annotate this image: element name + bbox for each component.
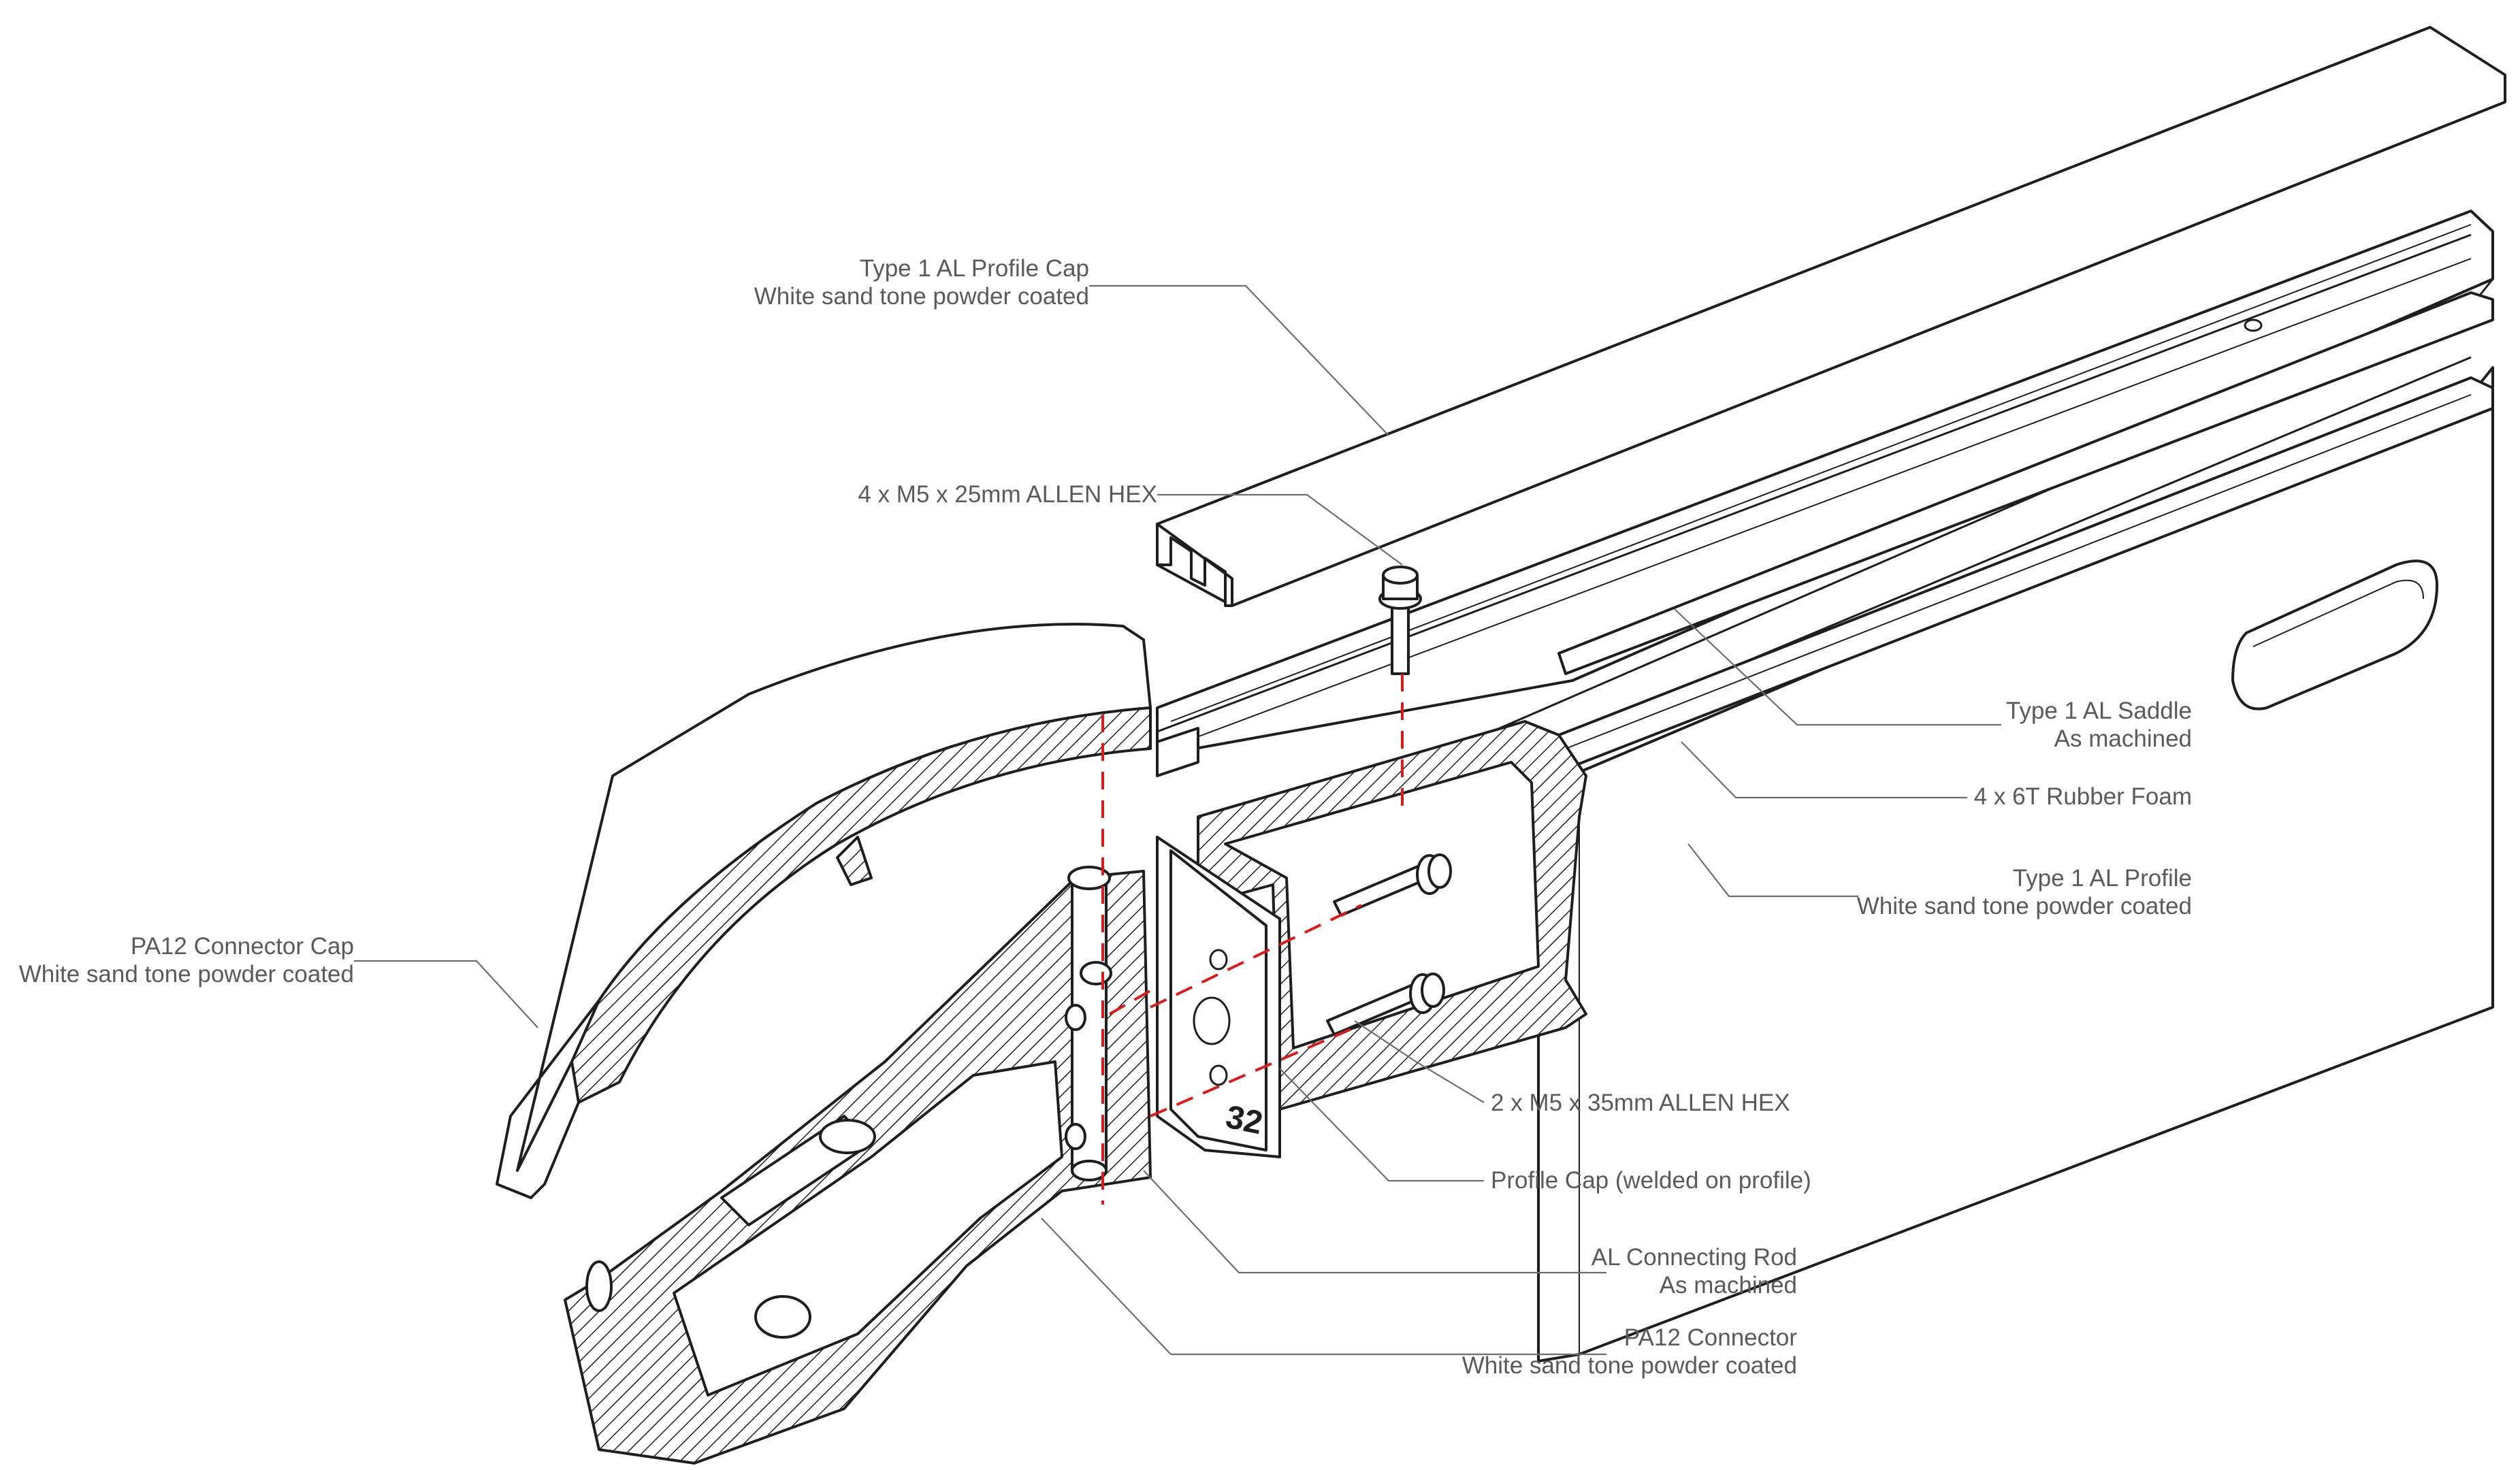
callout-screws-m5-35: 2 x M5 x 35mm ALLEN HEX — [1491, 1089, 1790, 1117]
al-connecting-rod — [1065, 866, 1112, 1181]
leader-lines — [354, 284, 2001, 1356]
screw-hole-icon — [2244, 318, 2263, 332]
rubber-foam-strips — [1557, 291, 2494, 770]
connector-hole-icon — [754, 1295, 811, 1339]
callout-screws-m5-25: 4 x M5 x 25mm ALLEN HEX — [749, 480, 1157, 508]
slot-hole — [2231, 559, 2438, 710]
callout-connector-cap: PA12 Connector Cap White sand tone powde… — [14, 932, 354, 988]
callout-saddle-line1: Type 1 AL Saddle — [2005, 698, 2192, 724]
screws-m5-35 — [1326, 853, 1452, 1036]
callout-profile-cap-line1: Type 1 AL Profile Cap — [859, 255, 1089, 282]
pa12-connector — [564, 870, 1152, 1465]
assembly-axes — [1101, 674, 1404, 1205]
callout-profile-cap: Type 1 AL Profile Cap White sand tone po… — [715, 255, 1089, 310]
callout-connecting-rod-line2: As machined — [1659, 1272, 1797, 1298]
plate-hole-icon — [1193, 996, 1231, 1045]
callout-connector: PA12 Connector White sand tone powder co… — [1416, 1324, 1797, 1379]
callout-profile-cap-welded-line1: Profile Cap (welded on profile) — [1491, 1167, 1811, 1194]
callout-saddle: Type 1 AL Saddle As machined — [1797, 697, 2192, 753]
callout-profile-line2: White sand tone powder coated — [1856, 893, 2192, 919]
profile-section — [1197, 720, 1587, 1111]
al-profile-cap — [1156, 26, 2506, 607]
screw-m5-25 — [1378, 566, 1422, 675]
callout-connecting-rod: AL Connecting Rod As machined — [1416, 1243, 1797, 1299]
callout-profile: Type 1 AL Profile White sand tone powder… — [1797, 864, 2192, 920]
pa12-connector-cap — [496, 623, 1152, 1199]
callout-rubber-foam: 4 x 6T Rubber Foam — [1797, 783, 2192, 811]
callout-connecting-rod-line1: AL Connecting Rod — [1591, 1244, 1797, 1271]
al-saddle — [1156, 210, 2494, 777]
callout-rubber-foam-line1: 4 x 6T Rubber Foam — [1973, 783, 2192, 810]
callout-profile-line1: Type 1 AL Profile — [2012, 865, 2192, 892]
callout-connector-cap-line1: PA12 Connector Cap — [130, 933, 354, 960]
callout-profile-cap-welded: Profile Cap (welded on profile) — [1491, 1166, 1811, 1194]
callout-connector-line2: White sand tone powder coated — [1461, 1352, 1797, 1379]
callout-screws-m5-25-line1: 4 x M5 x 25mm ALLEN HEX — [858, 481, 1157, 508]
callout-connector-cap-line2: White sand tone powder coated — [18, 961, 354, 987]
plate-number: 32 — [1223, 1099, 1265, 1142]
callout-saddle-line2: As machined — [2054, 725, 2192, 752]
callout-profile-cap-line2: White sand tone powder coated — [754, 283, 1089, 310]
callout-connector-line1: PA12 Connector — [1624, 1324, 1797, 1351]
callout-screws-m5-35-line1: 2 x M5 x 35mm ALLEN HEX — [1491, 1090, 1790, 1116]
